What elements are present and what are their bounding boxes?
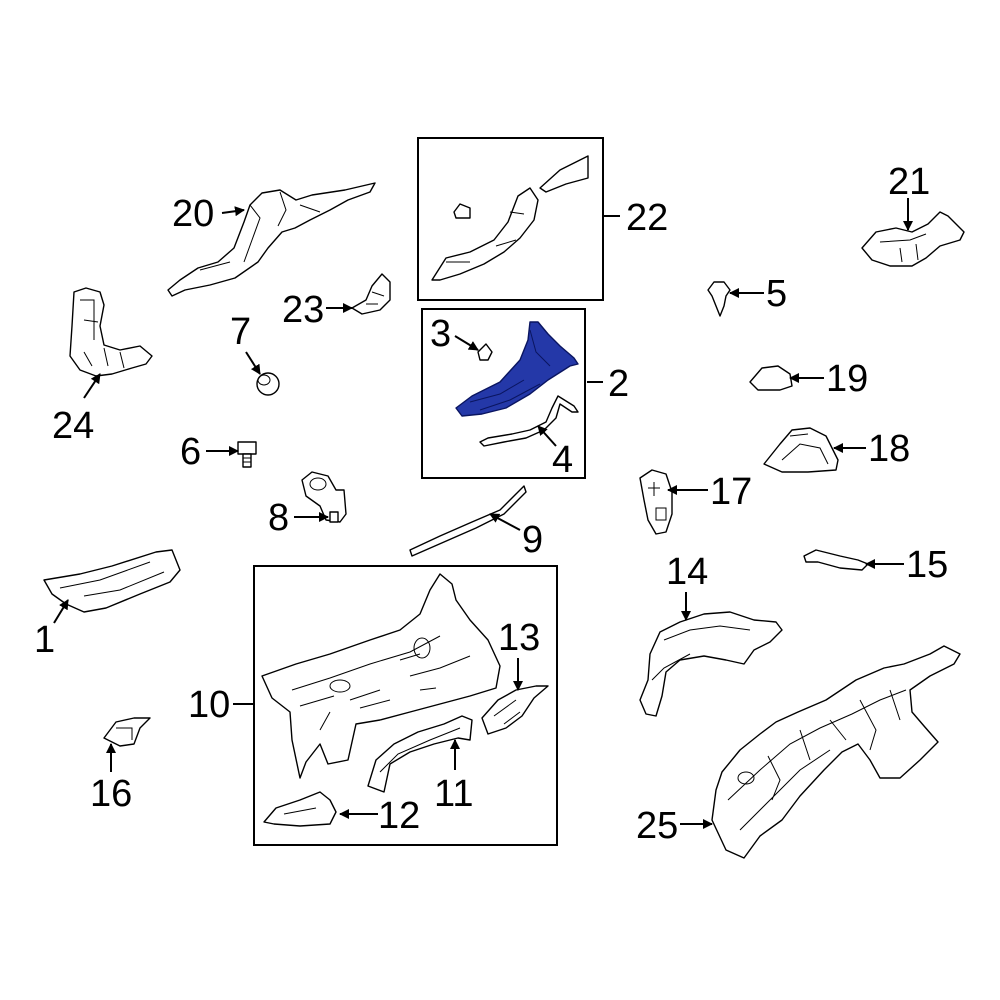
part-1[interactable] bbox=[43, 549, 181, 613]
callout-4: 4 bbox=[552, 439, 573, 481]
part-12[interactable] bbox=[263, 791, 337, 827]
part-23[interactable] bbox=[351, 273, 391, 315]
part-6[interactable] bbox=[237, 441, 257, 468]
part-5[interactable] bbox=[707, 281, 731, 317]
part-20[interactable] bbox=[167, 182, 376, 297]
group-frame-10 bbox=[253, 565, 558, 846]
callout-3: 3 bbox=[430, 313, 451, 355]
callout-24: 24 bbox=[52, 405, 94, 447]
callout-22: 22 bbox=[626, 197, 668, 239]
callout-10: 10 bbox=[188, 684, 230, 726]
callout-11: 11 bbox=[434, 773, 473, 815]
part-24[interactable] bbox=[69, 287, 153, 377]
part-2[interactable] bbox=[455, 321, 579, 417]
group-frame-2 bbox=[421, 308, 586, 479]
callout-8: 8 bbox=[268, 497, 289, 539]
part-13[interactable] bbox=[481, 685, 549, 735]
callout-2: 2 bbox=[608, 363, 629, 405]
part-7[interactable] bbox=[256, 372, 280, 396]
part-17[interactable] bbox=[639, 469, 673, 535]
part-3[interactable] bbox=[477, 343, 493, 361]
part-22[interactable] bbox=[431, 155, 589, 281]
callout-14: 14 bbox=[666, 551, 708, 593]
part-4[interactable] bbox=[479, 395, 579, 447]
part-19[interactable] bbox=[749, 365, 793, 391]
group-frame-22 bbox=[417, 137, 604, 301]
callout-9: 9 bbox=[522, 519, 543, 561]
callout-25: 25 bbox=[636, 805, 678, 847]
callout-6: 6 bbox=[180, 431, 201, 473]
callout-13: 13 bbox=[498, 617, 540, 659]
part-8[interactable] bbox=[301, 471, 347, 523]
callout-labels: 1 2 3 4 5 6 7 8 9 10 11 12 13 14 15 16 1… bbox=[34, 161, 948, 847]
callout-15: 15 bbox=[906, 544, 948, 586]
part-25[interactable] bbox=[711, 645, 961, 859]
part-21[interactable] bbox=[861, 211, 965, 267]
part-9[interactable] bbox=[409, 485, 527, 557]
part-18[interactable] bbox=[763, 427, 839, 473]
callout-5: 5 bbox=[766, 273, 787, 315]
callout-12: 12 bbox=[378, 795, 420, 837]
callout-21: 21 bbox=[888, 161, 930, 203]
part-16[interactable] bbox=[103, 717, 151, 747]
callout-16: 16 bbox=[90, 773, 132, 815]
part-10[interactable] bbox=[261, 573, 501, 779]
callout-17: 17 bbox=[710, 471, 752, 513]
leader-lines bbox=[53, 198, 913, 829]
callout-20: 20 bbox=[172, 193, 214, 235]
part-15[interactable] bbox=[803, 549, 869, 571]
part-11[interactable] bbox=[367, 715, 473, 793]
callout-18: 18 bbox=[868, 428, 910, 470]
callout-1: 1 bbox=[34, 619, 55, 661]
part-14[interactable] bbox=[639, 611, 783, 717]
callout-7: 7 bbox=[230, 311, 251, 353]
callout-19: 19 bbox=[826, 358, 868, 400]
callout-23: 23 bbox=[282, 289, 324, 331]
